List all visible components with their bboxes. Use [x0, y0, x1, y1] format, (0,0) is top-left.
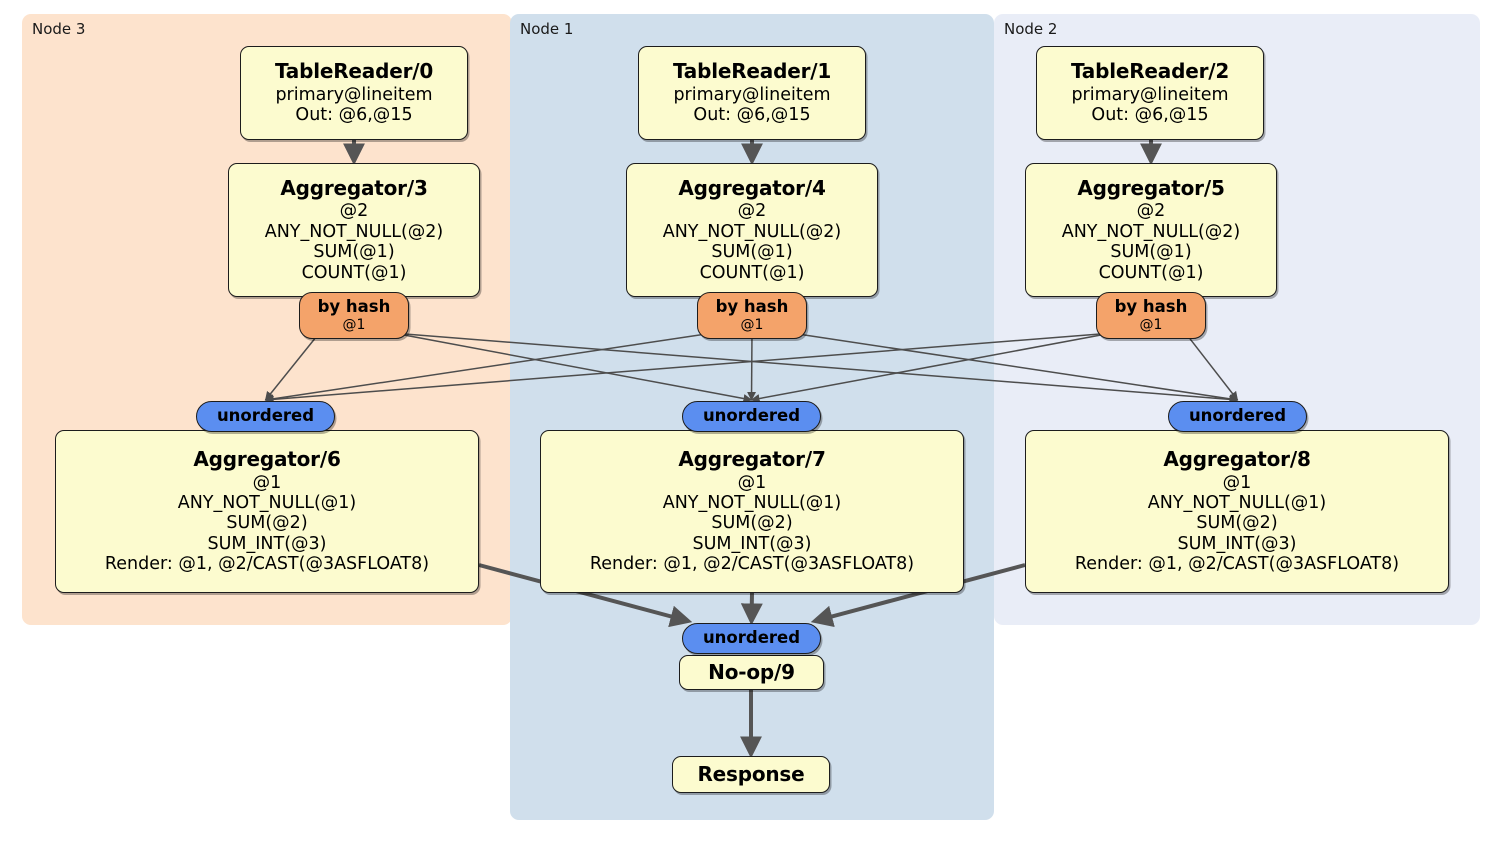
- unordered-synchronizer-pill-unordered-8[interactable]: unordered: [1168, 401, 1307, 432]
- plan-box-title: Aggregator/4: [678, 175, 826, 200]
- plan-box-line: @1: [737, 472, 767, 493]
- plan-box-title: Aggregator/8: [1163, 447, 1311, 472]
- plan-box-line: ANY_NOT_NULL(@1): [177, 492, 357, 513]
- plan-box-line: SUM(@1): [313, 242, 395, 263]
- unordered-label: unordered: [702, 628, 801, 648]
- plan-box-line: Render: @1, @2/CAST(@3ASFLOAT8): [1074, 554, 1400, 575]
- hash-router-column: @1: [1139, 316, 1163, 333]
- plan-box-line: SUM_INT(@3): [1177, 533, 1297, 554]
- node-panel-label-node3: Node 3: [32, 20, 86, 38]
- plan-box-line: ANY_NOT_NULL(@1): [1147, 492, 1327, 513]
- plan-box-line: primary@lineitem: [1071, 84, 1229, 105]
- unordered-label: unordered: [702, 406, 801, 426]
- plan-box-line: SUM(@2): [226, 513, 308, 534]
- plan-box-line: @2: [339, 201, 369, 222]
- plan-box-title: TableReader/1: [672, 59, 832, 84]
- node-panel-label-node1: Node 1: [520, 20, 574, 38]
- hash-router-pill-byhash-5[interactable]: by hash@1: [1096, 292, 1206, 339]
- unordered-label: unordered: [1188, 406, 1287, 426]
- plan-box-response[interactable]: Response: [672, 756, 830, 793]
- unordered-synchronizer-pill-unordered-6[interactable]: unordered: [196, 401, 335, 432]
- plan-box-title: Aggregator/5: [1077, 175, 1225, 200]
- hash-router-pill-byhash-4[interactable]: by hash@1: [697, 292, 807, 339]
- plan-box-line: COUNT(@1): [301, 262, 407, 283]
- plan-box-title: Aggregator/6: [193, 447, 341, 472]
- plan-box-line: SUM(@2): [1196, 513, 1278, 534]
- plan-box-line: @1: [1222, 472, 1252, 493]
- plan-box-line: ANY_NOT_NULL(@2): [662, 221, 842, 242]
- plan-box-line: Out: @6,@15: [693, 105, 811, 126]
- plan-box-line: ANY_NOT_NULL(@2): [1061, 221, 1241, 242]
- hash-router-column: @1: [342, 316, 366, 333]
- hash-router-label: by hash: [715, 296, 789, 316]
- plan-box-title: Aggregator/3: [280, 175, 428, 200]
- plan-box-title: TableReader/0: [274, 59, 434, 84]
- plan-box-line: @1: [252, 472, 282, 493]
- plan-box-line: SUM(@2): [711, 513, 793, 534]
- plan-box-line: SUM_INT(@3): [207, 533, 327, 554]
- hash-router-pill-byhash-3[interactable]: by hash@1: [299, 292, 409, 339]
- plan-box-line: primary@lineitem: [275, 84, 433, 105]
- plan-box-line: Render: @1, @2/CAST(@3ASFLOAT8): [104, 554, 430, 575]
- plan-box-line: SUM_INT(@3): [692, 533, 812, 554]
- plan-box-line: SUM(@1): [711, 242, 793, 263]
- plan-box-line: COUNT(@1): [699, 262, 805, 283]
- plan-box-title: Response: [697, 761, 805, 786]
- plan-box-title: TableReader/2: [1070, 59, 1230, 84]
- plan-box-line: Out: @6,@15: [1091, 105, 1209, 126]
- plan-box-title: No-op/9: [708, 659, 795, 684]
- unordered-label: unordered: [216, 406, 315, 426]
- node-panel-label-node2: Node 2: [1004, 20, 1058, 38]
- hash-router-column: @1: [740, 316, 764, 333]
- plan-box-line: COUNT(@1): [1098, 262, 1204, 283]
- unordered-synchronizer-pill-unordered-7[interactable]: unordered: [682, 401, 821, 432]
- plan-box-line: @2: [737, 201, 767, 222]
- plan-box-line: Out: @6,@15: [295, 105, 413, 126]
- unordered-synchronizer-pill-unordered-final[interactable]: unordered: [682, 623, 821, 654]
- plan-box-line: Render: @1, @2/CAST(@3ASFLOAT8): [589, 554, 915, 575]
- plan-box-title: Aggregator/7: [678, 447, 826, 472]
- plan-box-line: ANY_NOT_NULL(@2): [264, 221, 444, 242]
- plan-box-line: ANY_NOT_NULL(@1): [662, 492, 842, 513]
- plan-box-line: primary@lineitem: [673, 84, 831, 105]
- plan-box-line: SUM(@1): [1110, 242, 1192, 263]
- plan-box-noop9[interactable]: No-op/9: [679, 655, 824, 690]
- plan-box-line: @2: [1136, 201, 1166, 222]
- hash-router-label: by hash: [317, 296, 391, 316]
- hash-router-label: by hash: [1114, 296, 1188, 316]
